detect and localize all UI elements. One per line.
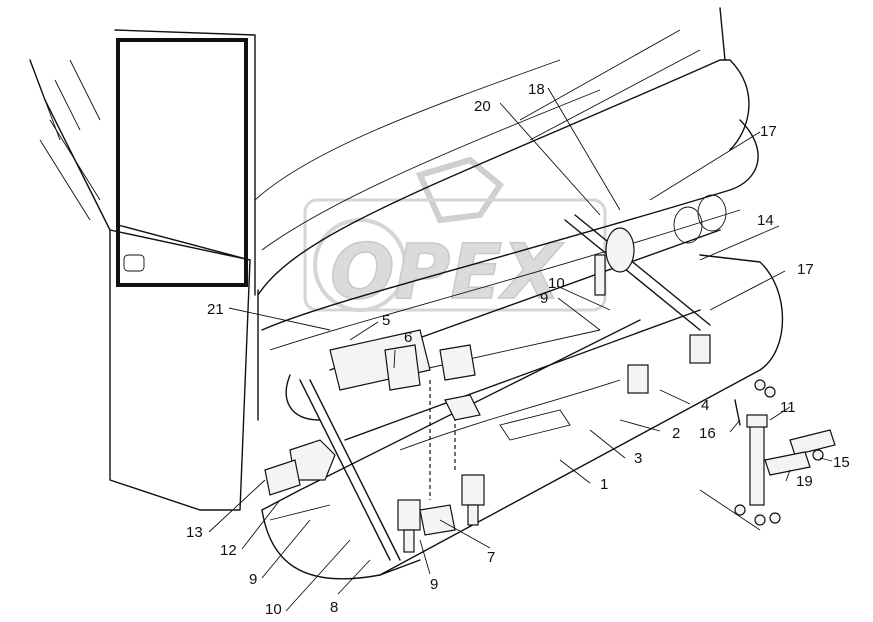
left-components [264, 329, 481, 536]
callout-17-lower: 17 [797, 261, 814, 278]
callout-4: 4 [701, 397, 709, 414]
callout-10-bottom: 10 [265, 601, 282, 618]
callout-17-upper: 17 [760, 123, 777, 140]
callout-9-upper: 9 [540, 290, 548, 307]
callout-8: 8 [330, 599, 338, 616]
callout-9-bottom: 9 [430, 576, 438, 593]
callout-19: 19 [796, 473, 813, 490]
callout-13: 13 [186, 524, 203, 541]
cab-body [29, 7, 759, 511]
callout-21: 21 [207, 301, 224, 318]
callout-12: 12 [220, 542, 237, 559]
callout-20: 20 [474, 98, 491, 115]
loose-hardware [699, 379, 836, 531]
callout-3: 3 [634, 450, 642, 467]
callout-10-upper: 10 [548, 275, 565, 292]
callout-15: 15 [833, 454, 850, 471]
callout-7: 7 [487, 549, 495, 566]
callout-16: 16 [699, 425, 716, 442]
callout-1: 1 [600, 476, 608, 493]
callout-9-left: 9 [249, 571, 257, 588]
callout-14: 14 [757, 212, 774, 229]
watermark-logo: OPEX [303, 156, 607, 317]
callout-6: 6 [404, 329, 412, 346]
callout-18: 18 [528, 81, 545, 98]
callout-11: 11 [780, 399, 796, 416]
callout-2: 2 [672, 425, 680, 442]
callout-5: 5 [382, 312, 390, 329]
leader-lines [208, 87, 833, 612]
lower-panel [261, 254, 784, 580]
shock-absorbers [397, 227, 768, 553]
callout-labels: 1 2 3 4 5 6 7 8 9 9 9 10 10 11 12 13 14 … [186, 81, 850, 618]
